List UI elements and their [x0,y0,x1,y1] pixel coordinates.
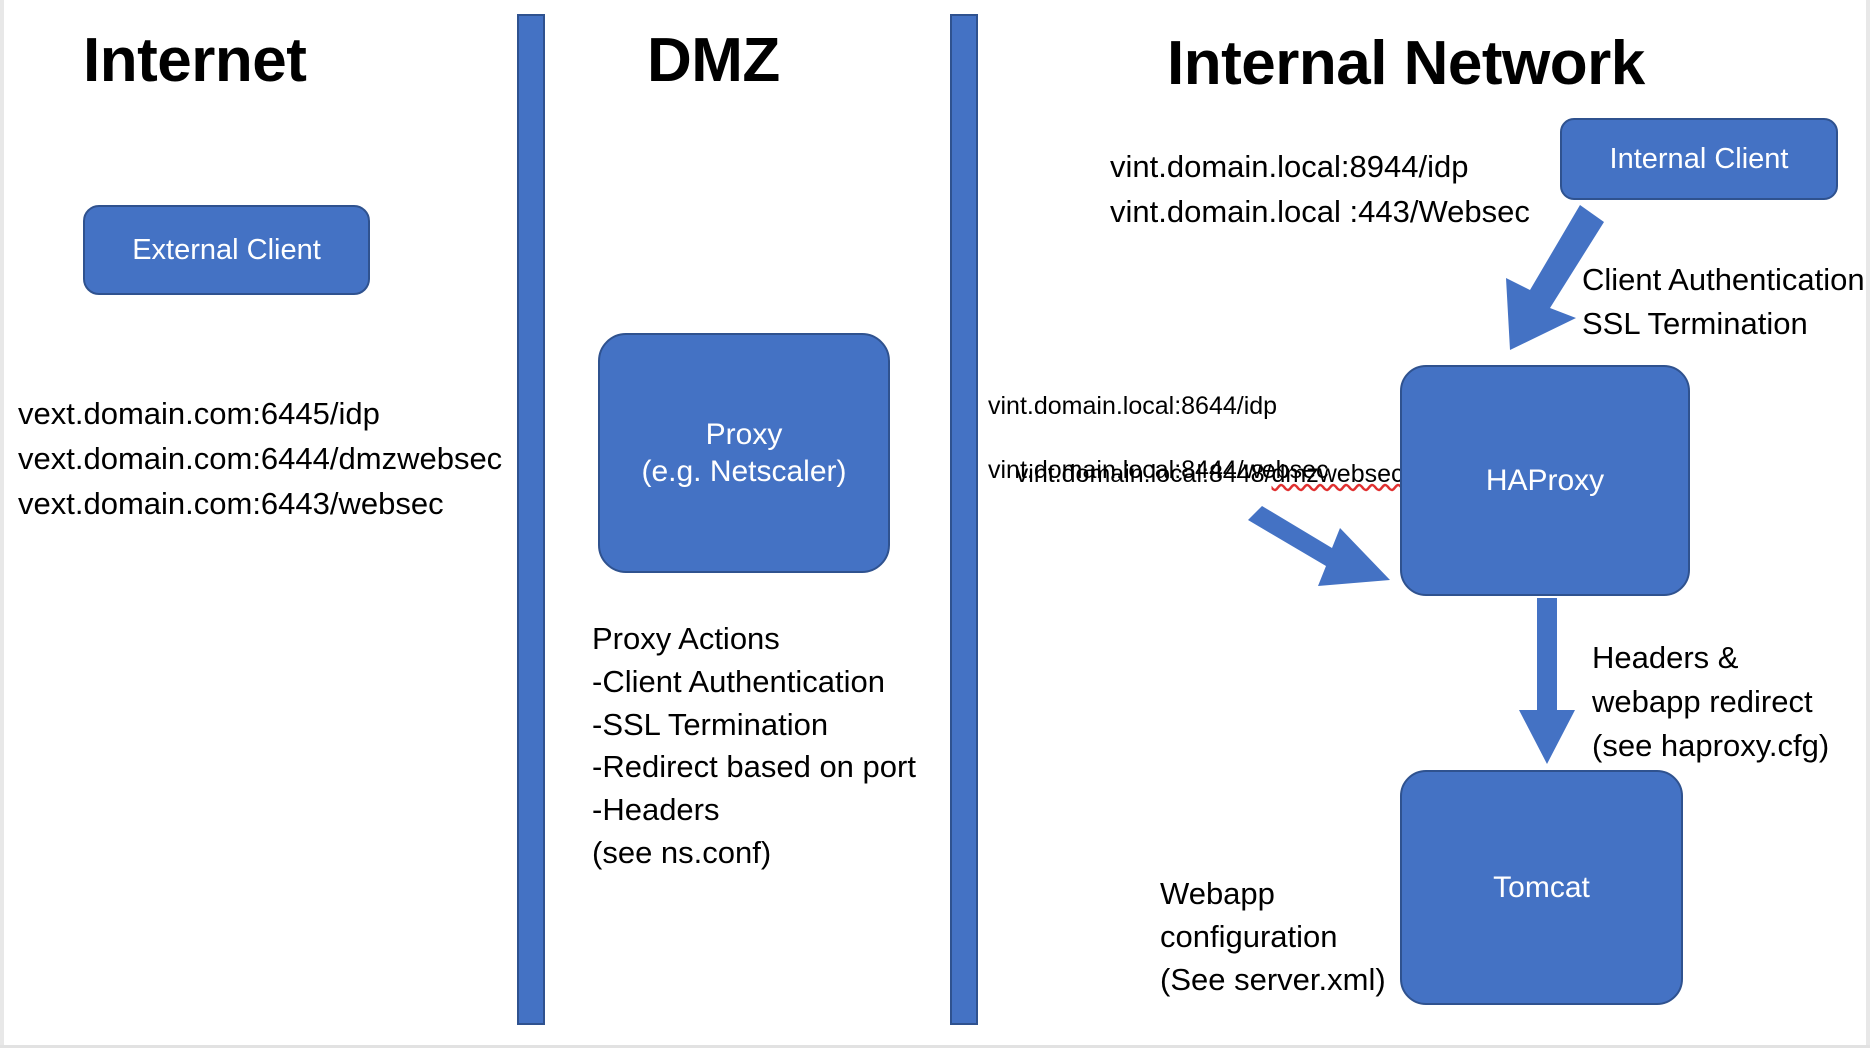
arrow-internal-client-to-haproxy [1506,205,1604,350]
node-external-client-label: External Client [132,233,321,266]
proxy-action-headers: -Headers [592,792,720,827]
zone-divider-dmz-internal [950,14,978,1025]
node-internal-client-label: Internal Client [1609,142,1789,175]
annotation-client-authentication: Client Authentication [1582,262,1865,297]
external-endpoint-dmzwebsec: vext.domain.com:6444/dmzwebsec [18,441,503,476]
proxy-actions-heading: Proxy Actions [592,621,780,656]
proxy-action-client-authentication: -Client Authentication [592,664,885,699]
haproxy-endpoint-idp: vint.domain.local:8644/idp [988,392,1278,420]
zone-title-internal-network: Internal Network [1167,29,1645,98]
node-proxy-label-line2: (e.g. Netscaler) [641,455,847,488]
node-haproxy-label: HAProxy [1485,463,1605,497]
annotation-webapp: Webapp [1160,876,1275,911]
node-proxy-label-line1: Proxy [705,417,783,451]
page-left-border [0,0,4,1045]
external-endpoint-websec: vext.domain.com:6443/websec [18,486,444,521]
proxy-action-redirect-based-on-port: -Redirect based on port [592,749,916,784]
zone-divider-internet-dmz [517,14,545,1025]
node-tomcat-label: Tomcat [1493,870,1590,904]
internal-client-endpoint-idp: vint.domain.local:8944/idp [1110,149,1469,184]
internal-client-endpoint-websec: vint.domain.local :443/Websec [1110,194,1530,229]
node-tomcat[interactable]: Tomcat [1400,770,1683,1005]
arrow-haproxy-to-tomcat [1519,598,1575,764]
haproxy-endpoint-dmzwebsec-word: dmzwebsec [1271,459,1404,488]
annotation-webapp-redirect: webapp redirect [1592,684,1813,719]
zone-title-dmz: DMZ [647,26,780,95]
haproxy-endpoint-dmzwebsec-prefix: vint.domain.local:8448/ [1015,459,1272,488]
arrow-endpoints-to-haproxy [1248,506,1390,586]
annotation-headers-amp: Headers & [1592,640,1739,675]
node-haproxy[interactable]: HAProxy [1400,365,1690,596]
external-endpoint-idp: vext.domain.com:6445/idp [18,396,380,431]
node-external-client[interactable]: External Client [83,205,370,295]
zone-title-internet: Internet [83,26,307,95]
node-proxy[interactable]: Proxy (e.g. Netscaler) [598,333,890,573]
annotation-webapp-configuration: configuration [1160,919,1338,954]
proxy-actions-reference: (see ns.conf) [592,835,772,870]
haproxy-endpoint-websec: vint.domain.local:8444/websec [988,456,1329,484]
annotation-haproxy-cfg-reference: (see haproxy.cfg) [1592,728,1830,763]
annotation-server-xml-reference: (See server.xml) [1160,962,1386,997]
proxy-action-ssl-termination: -SSL Termination [592,707,829,742]
page-right-border [1866,0,1870,1045]
node-internal-client[interactable]: Internal Client [1560,118,1838,200]
annotation-ssl-termination: SSL Termination [1582,306,1808,341]
haproxy-endpoint-dmzwebsec: vint.domain.local:8448/dmzwebsec [988,421,1404,528]
